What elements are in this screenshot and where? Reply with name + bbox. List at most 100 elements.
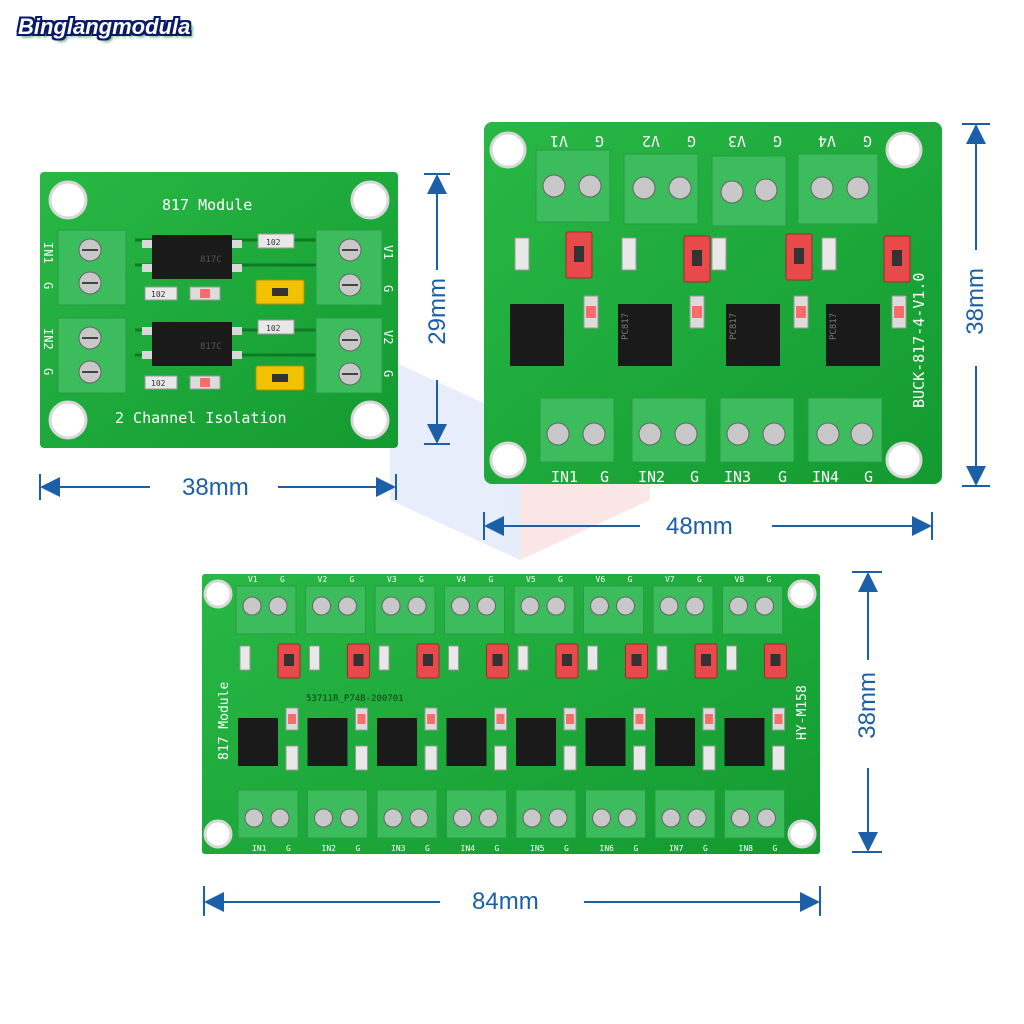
- board3-screw: [383, 808, 403, 828]
- board3-screw: [451, 596, 470, 616]
- board2-chip-marking: PC817: [829, 313, 839, 340]
- board3-screw: [685, 596, 705, 616]
- dimension-board3-height: 38mm: [854, 666, 882, 745]
- board2-in4-label: IN4: [812, 468, 839, 486]
- board2-leds: [583, 295, 907, 329]
- board3-jumper-cap: [770, 654, 781, 666]
- board3-g-label: G: [350, 575, 355, 584]
- board1-input-terminals: [57, 229, 127, 394]
- board3-resistor: [494, 745, 507, 771]
- resistor-code: 102: [151, 290, 166, 299]
- board3-input-label: IN8: [739, 844, 754, 853]
- board1-chip-marking: 817C: [200, 255, 222, 265]
- board3-optocoupler-chip: [585, 718, 626, 766]
- board3-g-label: G: [495, 844, 500, 853]
- board3-optocoupler-chip: [655, 718, 695, 766]
- board3-g-label: G: [697, 575, 702, 584]
- board3-screw: [616, 596, 635, 616]
- dimension-lines: [39, 123, 990, 916]
- board3-jumper-cap: [284, 654, 294, 666]
- board1-title: 817 Module: [162, 196, 252, 214]
- board3-led-lamp: [774, 714, 783, 724]
- board3-input-label: IN1: [252, 844, 267, 853]
- board3-jumper-cap: [492, 654, 503, 666]
- board1-g-label: G: [381, 370, 395, 377]
- board1-chip-marking: 817C: [200, 342, 222, 352]
- board1-v2-label: V2: [381, 330, 395, 344]
- board3-screw: [312, 596, 331, 616]
- board2-chip-marking: PC817: [621, 313, 631, 340]
- board3-screw: [731, 808, 750, 828]
- board3-led-lamp: [427, 714, 435, 724]
- board3-output-label: V8: [735, 575, 745, 584]
- board1-resistors: [144, 233, 295, 390]
- board3-optocoupler-chip: [446, 718, 487, 766]
- mount-hole: [350, 400, 390, 440]
- board2-v3-label: V3: [728, 132, 746, 150]
- board3-resistor: [448, 645, 459, 671]
- board3-g-label: G: [634, 844, 639, 853]
- board3-output-label: V6: [596, 575, 606, 584]
- board-2-channel: 817 Module 2 Channel Isolation IN1 G IN2…: [40, 172, 398, 448]
- board3-resistor: [726, 645, 737, 671]
- board3-input-label: IN5: [530, 844, 545, 853]
- dimension-board2-width: 48mm: [660, 513, 739, 541]
- mount-hole: [48, 180, 88, 220]
- board3-resistor: [355, 745, 368, 771]
- board3-jumper-cap: [423, 654, 433, 666]
- board3-input-label: IN2: [322, 844, 337, 853]
- board3-led-lamp: [635, 714, 644, 724]
- board2-g-label: G: [864, 468, 873, 486]
- board1-leds: [189, 286, 221, 390]
- board2-g-label: G: [778, 468, 787, 486]
- board3-screw: [659, 596, 679, 616]
- board3-screw: [661, 808, 681, 828]
- board3-screw: [546, 596, 566, 616]
- board3-resistor: [378, 645, 390, 671]
- board3-title: 817 Module: [217, 682, 232, 760]
- board1-optocoupler-chips: [142, 235, 242, 366]
- board3-screw: [268, 596, 288, 616]
- dimension-board1-height: 29mm: [424, 272, 452, 351]
- board1-in2-label: IN2: [41, 328, 55, 350]
- board3-g-label: G: [564, 844, 569, 853]
- board3-screw: [409, 808, 429, 828]
- board3-input-label: IN6: [600, 844, 615, 853]
- board3-screw: [757, 808, 776, 828]
- board3-optocoupler-chip: [377, 718, 417, 766]
- board3-optocoupler-chip: [724, 718, 765, 766]
- board3-screw: [522, 808, 542, 828]
- board3-g-label: G: [280, 575, 285, 584]
- board-8-channel: 817 Module HY-M158 53711R_P74B-200701 V1…: [202, 574, 820, 854]
- board2-g-label: G: [600, 468, 609, 486]
- board3-input-label: IN4: [461, 844, 476, 853]
- board3-screw: [242, 596, 262, 616]
- board3-screw: [244, 808, 264, 828]
- board3-led-lamp: [357, 714, 366, 724]
- board3-output-label: V4: [457, 575, 467, 584]
- board3-output-label: V5: [526, 575, 536, 584]
- board2-in2-label: IN2: [638, 468, 665, 486]
- board2-optocoupler-chips: [510, 304, 880, 366]
- board3-screw: [590, 596, 609, 616]
- board3-optocoupler-chip: [307, 718, 348, 766]
- board2-top-screws: [542, 174, 870, 204]
- board1-jumpers: [255, 279, 305, 391]
- board1-in1-label: IN1: [41, 242, 55, 264]
- board3-screw: [270, 808, 290, 828]
- board3-screw: [479, 808, 498, 828]
- board3-screw: [453, 808, 472, 828]
- board2-resistors: [514, 237, 837, 271]
- board3-resistor: [239, 645, 251, 671]
- board3-led-lamp: [496, 714, 505, 724]
- mount-hole: [48, 400, 88, 440]
- board2-v1-label: V1: [550, 132, 568, 150]
- board3-serial: 53711R_P74B-200701: [306, 694, 404, 704]
- board2-g-label: G: [863, 132, 872, 150]
- board2-model: BUCK-817-4-V1.0: [910, 273, 928, 408]
- board3-jumper-cap: [562, 654, 572, 666]
- board3-g-label: G: [558, 575, 563, 584]
- board3-optocoupler-chip: [516, 718, 556, 766]
- mount-hole: [350, 180, 390, 220]
